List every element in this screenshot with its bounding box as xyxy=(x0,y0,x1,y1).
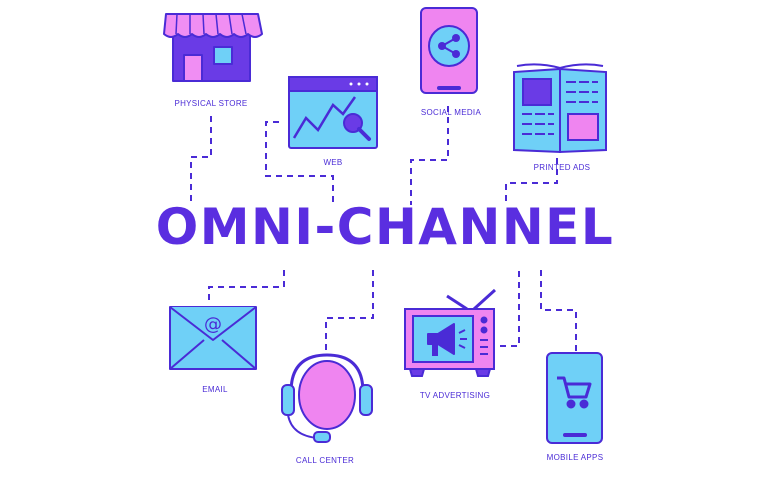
connector-lines xyxy=(190,106,577,352)
connector-call-center xyxy=(325,270,374,350)
connector-physical-store xyxy=(190,116,212,205)
social-media-icon xyxy=(420,7,478,94)
svg-text:@: @ xyxy=(204,314,222,335)
printed-ads-icon xyxy=(513,63,607,154)
physical-store-icon xyxy=(163,13,263,82)
social-media-label: SOCIAL MEDIA xyxy=(420,108,482,117)
megaphone-icon xyxy=(427,323,467,356)
physical-store-label: PHYSICAL STORE xyxy=(174,99,248,108)
connector-web xyxy=(265,121,334,205)
email-label: EMAIL xyxy=(202,385,228,394)
connector-email xyxy=(208,270,285,300)
web-label: WEB xyxy=(323,158,343,167)
connector-mobile-apps xyxy=(540,270,577,352)
mobile-apps-icon xyxy=(546,352,603,444)
tv-advertising-label: TV ADVERTISING xyxy=(419,391,491,400)
connector-social-media xyxy=(410,106,449,205)
omni-channel-title: OMNI-CHANNEL xyxy=(155,198,615,256)
call-center-icon xyxy=(281,353,373,443)
mobile-apps-label: MOBILE APPS xyxy=(546,453,604,462)
tv-advertising-icon xyxy=(404,288,497,377)
web-icon xyxy=(288,76,378,149)
connector-printed-ads xyxy=(505,158,558,205)
share-icon xyxy=(438,34,460,58)
shopping-cart-icon xyxy=(557,376,592,409)
email-icon: @ xyxy=(169,306,257,370)
connector-tv-advertising xyxy=(500,270,520,347)
printed-ads-label: PRINTED ADS xyxy=(533,163,591,172)
call-center-label: CALL CENTER xyxy=(295,456,355,465)
